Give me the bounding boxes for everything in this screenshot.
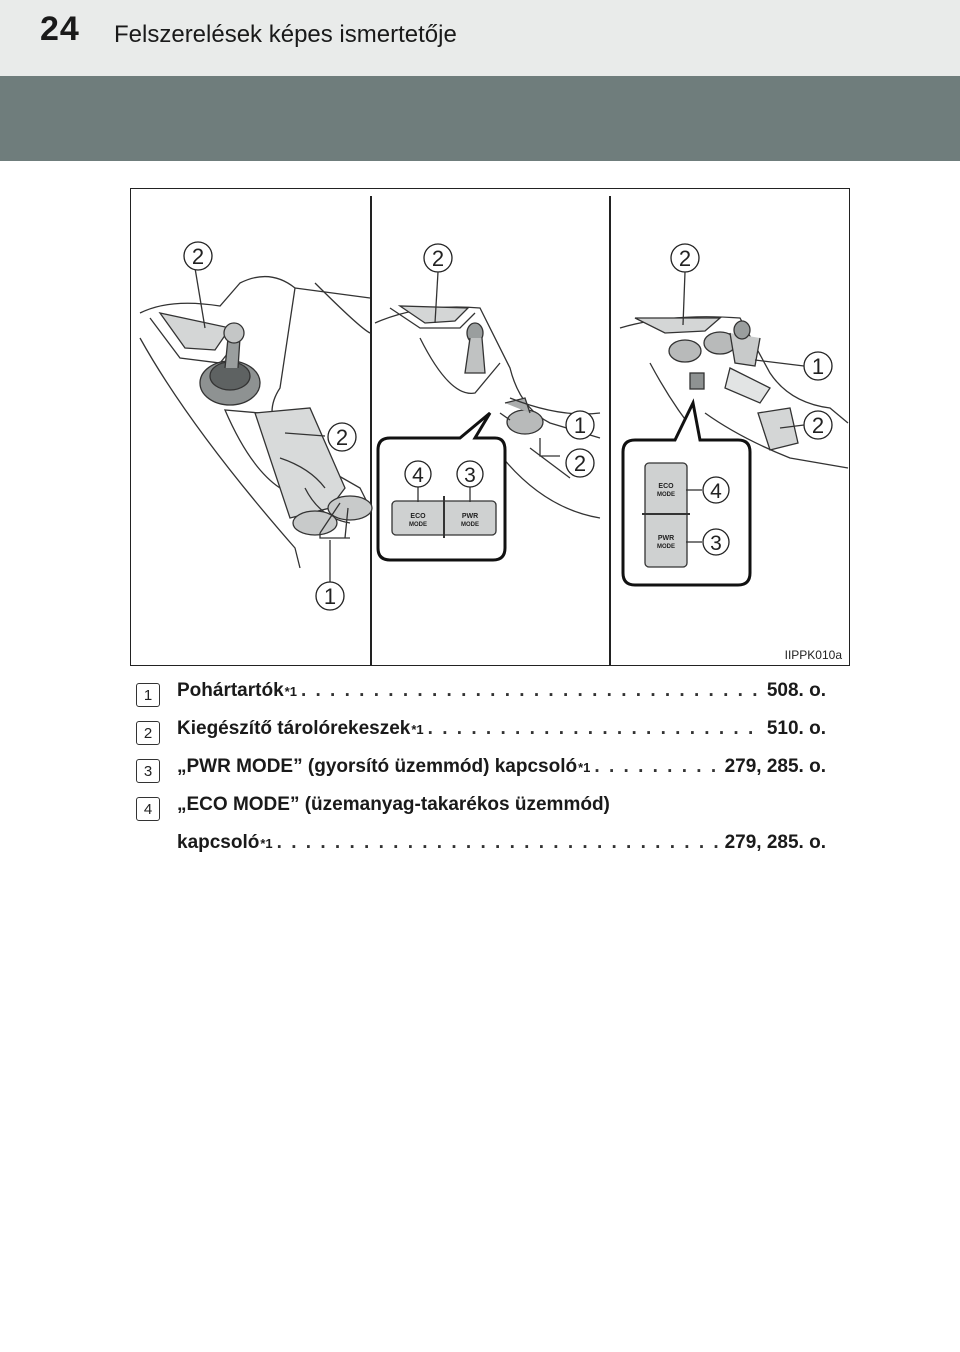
page-reference: 508. o. [766,680,826,701]
panel-2-inset: ECO MODE PWR MODE [376,411,507,562]
svg-text:2: 2 [432,246,444,271]
svg-text:4: 4 [412,464,424,487]
callout-number: 2 [136,721,160,745]
svg-text:PWR: PWR [462,513,478,520]
callout-label: Kiegészítő tárolórekeszek*1 510. o. [177,718,826,740]
panel-1-console [139,267,373,583]
leader-dots [301,680,763,702]
svg-text:MODE: MODE [461,522,479,528]
callout-number: 4 [136,797,160,821]
callout-number: 3 [136,759,160,783]
page-reference: 510. o. [766,718,826,739]
figure-frame [130,188,850,666]
leader-dots [428,718,763,740]
svg-text:MODE: MODE [409,522,427,528]
page-number: 24 [40,10,80,48]
callout-label-line1: „ECO MODE” (üzemanyag-takarékos üzemmód) [177,794,610,815]
header-band [0,76,960,161]
panel-3-console [619,316,849,479]
svg-text:PWR: PWR [658,535,674,542]
callout-label: Pohártartók*1 508. o. [177,680,826,702]
svg-text:2: 2 [574,451,586,476]
callout-number: 1 [136,683,160,707]
list-item: 4 „ECO MODE” (üzemanyag-takarékos üzemmó… [136,790,826,868]
callout-label: „PWR MODE” (gyorsító üzemmód) kapcsoló*1… [177,756,826,778]
panel-2-markers: 2 1 2 4 3 [404,243,595,488]
panel-1-markers: 2 2 1 [183,241,357,611]
svg-text:MODE: MODE [657,492,675,498]
page-reference: 279, 285. o. [724,756,826,777]
svg-text:ECO: ECO [410,513,426,520]
page-reference: 279, 285. o. [724,832,826,853]
svg-text:3: 3 [710,532,722,555]
panel-3-markers: 2 1 2 4 3 [670,243,833,556]
figure-code: IIPPK010a [784,648,842,662]
leader-dots [277,832,721,854]
svg-text:2: 2 [336,425,348,450]
svg-text:1: 1 [812,354,824,379]
console-illustration: 2 2 1 ECO MODE PWR [130,188,850,666]
svg-text:3: 3 [464,464,476,487]
svg-text:1: 1 [574,413,586,438]
list-item: 1 Pohártartók*1 508. o. [136,676,826,714]
svg-text:2: 2 [192,244,204,269]
svg-text:2: 2 [812,413,824,438]
panel-2-console [374,305,601,519]
svg-text:MODE: MODE [657,544,675,550]
svg-text:4: 4 [710,480,722,503]
console-drawing: 2 2 1 ECO MODE PWR [139,196,849,666]
svg-text:ECO: ECO [658,483,674,490]
callout-list: 1 Pohártartók*1 508. o. 2 Kiegészítő tár… [136,676,826,868]
section-title: Felszerelések képes ismertetője [114,21,457,48]
leader-dots [594,756,720,778]
svg-text:1: 1 [324,584,336,609]
list-item: 2 Kiegészítő tárolórekeszek*1 510. o. [136,714,826,752]
svg-text:2: 2 [679,246,691,271]
page-header: 24 Felszerelések képes ismertetője [0,0,960,76]
list-item: 3 „PWR MODE” (gyorsító üzemmód) kapcsoló… [136,752,826,790]
callout-label: kapcsoló*1 279, 285. o. [177,832,826,854]
